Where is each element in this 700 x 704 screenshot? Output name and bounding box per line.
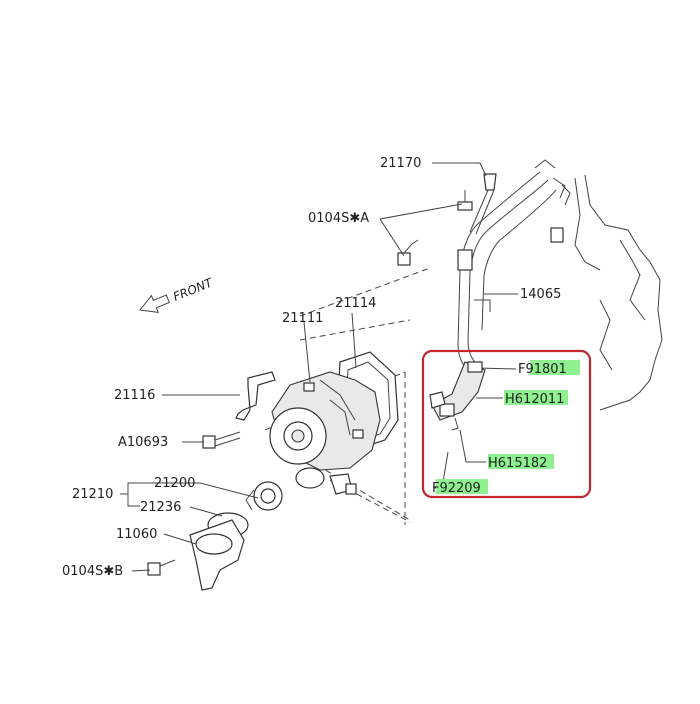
callout-box bbox=[421, 349, 592, 499]
bolt-0104s-b bbox=[147, 559, 176, 576]
label-14065: 14065 bbox=[520, 287, 561, 302]
label-a10693: A10693 bbox=[118, 435, 168, 450]
label-h612011: H612011 bbox=[505, 392, 564, 407]
water-pump-21111 bbox=[269, 371, 381, 495]
front-arrow: FRONT bbox=[139, 275, 216, 313]
leader-lines bbox=[120, 162, 518, 572]
bolt-a10693 bbox=[202, 431, 241, 449]
label-21210: 21210 bbox=[72, 487, 113, 502]
thermostat-21200 bbox=[245, 481, 283, 511]
label-21114: 21114 bbox=[335, 296, 376, 311]
label-21236: 21236 bbox=[140, 500, 181, 515]
label-11060: 11060 bbox=[116, 527, 157, 542]
bolt-0104s-a bbox=[397, 190, 473, 266]
water-pipe-14065 bbox=[457, 159, 571, 379]
highlighted-part-labels: F91801 H612011 H615182 F92209 bbox=[432, 360, 580, 496]
label-0104s-a: 0104S✱A bbox=[308, 211, 369, 226]
label-0104s-b: 0104S✱B bbox=[62, 564, 123, 579]
oil-gauge-tube bbox=[469, 173, 497, 235]
label-f92209: F92209 bbox=[432, 481, 481, 496]
label-21200: 21200 bbox=[154, 476, 195, 491]
label-f91801: F91801 bbox=[518, 362, 567, 377]
front-label: FRONT bbox=[171, 275, 216, 304]
label-h615182: H615182 bbox=[488, 456, 547, 471]
label-21111: 21111 bbox=[282, 311, 323, 326]
part-labels: 21170 0104S✱A 14065 21111 21114 21116 A1… bbox=[62, 156, 561, 579]
hose-clamp-assembly bbox=[429, 361, 486, 431]
water-outlet-11060 bbox=[189, 519, 245, 591]
engine-block-outline bbox=[574, 174, 663, 411]
label-21170: 21170 bbox=[380, 156, 421, 171]
label-21116: 21116 bbox=[114, 388, 155, 403]
bracket-21116 bbox=[235, 371, 276, 421]
